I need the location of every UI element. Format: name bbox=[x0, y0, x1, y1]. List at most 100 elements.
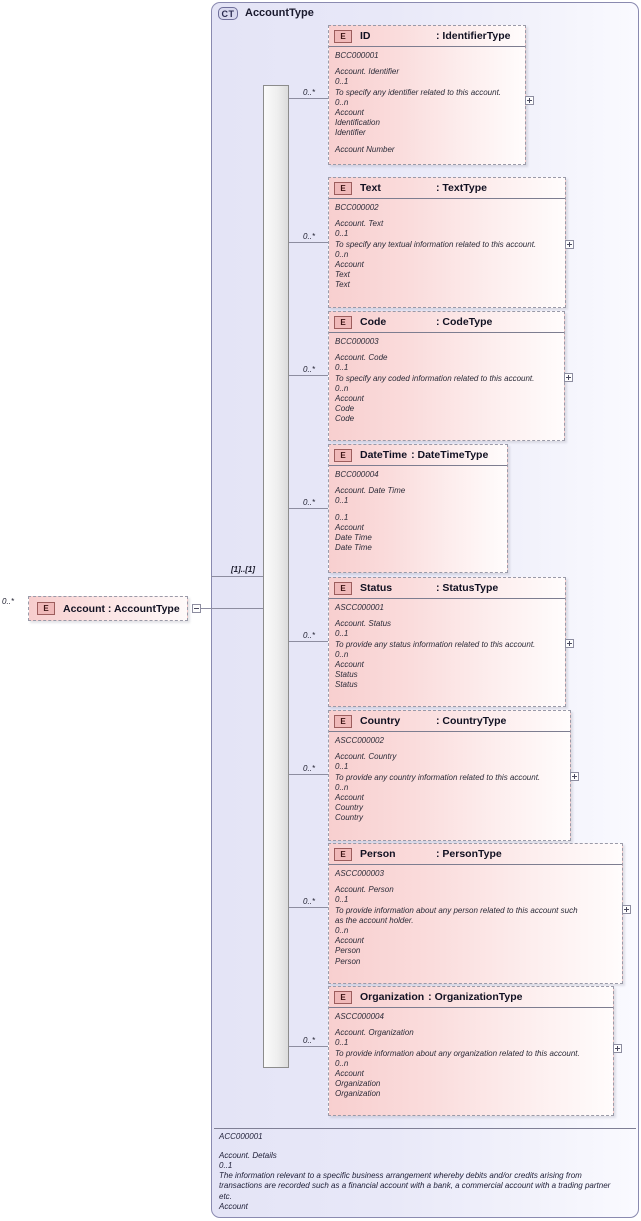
element-badge-icon: E bbox=[334, 714, 352, 728]
connector-to-text bbox=[289, 242, 328, 243]
element-name-datetime: DateTime bbox=[360, 449, 408, 461]
element-body-person: ASCC000003 Account. Person 0..1 To provi… bbox=[329, 865, 622, 971]
doc-line: Person bbox=[335, 956, 361, 966]
sequence-bar bbox=[263, 85, 289, 1068]
doc-line: Account bbox=[335, 1069, 364, 1079]
element-body-datetime: BCC000004 Account. Date Time 0..1 0..1 A… bbox=[329, 466, 507, 557]
doc-line: 0..n bbox=[335, 1058, 349, 1068]
doc-line: 0..1 bbox=[335, 629, 349, 639]
element-header-country: E Country : CountryType bbox=[329, 711, 570, 732]
doc-line: 0..1 bbox=[335, 229, 349, 239]
complextype-doc-name: Account. Details bbox=[219, 1151, 277, 1160]
root-collapse-expander-icon[interactable] bbox=[192, 604, 201, 613]
doc-line: Code bbox=[335, 414, 355, 424]
element-badge-icon: E bbox=[37, 602, 55, 615]
doc-line: Account bbox=[335, 522, 364, 532]
doc-line: 0..n bbox=[335, 249, 349, 259]
element-box-organization[interactable]: E Organization : OrganizationType ASCC00… bbox=[328, 986, 614, 1116]
doc-line: Country bbox=[335, 803, 364, 813]
doc-line: Date Time bbox=[335, 543, 372, 553]
expander-plus-icon-id[interactable] bbox=[525, 96, 534, 105]
element-box-id[interactable]: E ID : IdentifierType BCC000001 Account.… bbox=[328, 25, 526, 165]
element-id-code: ASCC000004 bbox=[335, 1012, 384, 1021]
element-badge-icon: E bbox=[334, 448, 352, 462]
doc-line: Account bbox=[335, 793, 364, 803]
cardinality-status: 0..* bbox=[303, 631, 316, 640]
doc-line: 0..1 bbox=[335, 363, 349, 373]
element-box-text[interactable]: E Text : TextType BCC000002 Account. Tex… bbox=[328, 177, 566, 308]
doc-line: To provide information about any organiz… bbox=[335, 1048, 580, 1058]
expander-plus-icon-person[interactable] bbox=[622, 905, 631, 914]
element-type-text: : TextType bbox=[436, 182, 487, 194]
element-id-code: BCC000004 bbox=[335, 470, 379, 479]
doc-line: Account. Identifier bbox=[335, 67, 400, 77]
element-name-id: ID bbox=[360, 30, 371, 42]
element-id-code: BCC000002 bbox=[335, 203, 379, 212]
element-id-code: BCC000003 bbox=[335, 337, 379, 346]
element-type-code: : CodeType bbox=[436, 316, 493, 328]
complextype-id-code: ACC000001 bbox=[219, 1132, 263, 1141]
element-id-code: ASCC000002 bbox=[335, 736, 384, 745]
doc-line: Organization bbox=[335, 1079, 381, 1089]
doc-line: Person bbox=[335, 946, 361, 956]
element-badge-icon: E bbox=[334, 315, 352, 329]
connector-to-status bbox=[289, 641, 328, 642]
element-type-datetime: : DateTimeType bbox=[411, 449, 489, 461]
doc-line: To specify any identifier related to thi… bbox=[335, 87, 502, 97]
doc-line: 0..1 bbox=[335, 1038, 349, 1048]
doc-line: Identifier bbox=[335, 128, 366, 138]
element-name-status: Status bbox=[360, 582, 393, 594]
element-badge-icon: E bbox=[334, 581, 352, 595]
doc-line: 0..n bbox=[335, 97, 349, 107]
expander-plus-icon-organization[interactable] bbox=[613, 1044, 622, 1053]
element-header-status: E Status : StatusType bbox=[329, 578, 565, 599]
expander-plus-icon-status[interactable] bbox=[565, 639, 574, 648]
doc-line: Account bbox=[335, 394, 364, 404]
cardinality-code: 0..* bbox=[303, 365, 316, 374]
element-header-text: E Text : TextType bbox=[329, 178, 565, 199]
cardinality-text: 0..* bbox=[303, 232, 316, 241]
doc-line: To provide any status information relate… bbox=[335, 639, 536, 649]
element-box-country[interactable]: E Country : CountryType ASCC000002 Accou… bbox=[328, 710, 571, 841]
element-box-status[interactable]: E Status : StatusType ASCC000001 Account… bbox=[328, 577, 566, 707]
doc-line: To specify any coded information related… bbox=[335, 373, 535, 383]
doc-line: Account bbox=[335, 260, 364, 270]
element-box-code[interactable]: E Code : CodeType BCC000003 Account. Cod… bbox=[328, 311, 565, 441]
doc-line: To provide information about any person … bbox=[335, 905, 578, 925]
element-box-person[interactable]: E Person : PersonType ASCC000003 Account… bbox=[328, 843, 623, 984]
complextype-title: AccountType bbox=[245, 7, 314, 19]
doc-line: 0..n bbox=[335, 383, 349, 393]
expander-plus-icon-code[interactable] bbox=[564, 373, 573, 382]
root-element-account[interactable]: E Account : AccountType bbox=[28, 596, 188, 621]
doc-line: 0..n bbox=[335, 782, 349, 792]
sequence-occurs-rule bbox=[211, 576, 273, 577]
expander-plus-icon-text[interactable] bbox=[565, 240, 574, 249]
doc-line: Account. Date Time bbox=[335, 486, 406, 496]
element-header-datetime: E DateTime : DateTimeType bbox=[329, 445, 507, 466]
element-box-datetime[interactable]: E DateTime : DateTimeType BCC000004 Acco… bbox=[328, 444, 508, 573]
connector-root-to-sequence bbox=[201, 608, 263, 609]
doc-line: Text bbox=[335, 270, 350, 280]
element-body-country: ASCC000002 Account. Country 0..1 To prov… bbox=[329, 732, 570, 828]
connector-to-code bbox=[289, 375, 328, 376]
doc-line: Account. Country bbox=[335, 752, 397, 762]
doc-line: 0..1 bbox=[335, 77, 349, 87]
element-name-person: Person bbox=[360, 848, 396, 860]
element-name-organization: Organization bbox=[360, 991, 425, 1003]
doc-line: Text bbox=[335, 280, 350, 290]
element-type-country: : CountryType bbox=[436, 715, 507, 727]
element-body-text: BCC000002 Account. Text 0..1 To specify … bbox=[329, 199, 565, 295]
complextype-doc-object: Account bbox=[219, 1202, 248, 1211]
doc-line: Account. Person bbox=[335, 885, 394, 895]
doc-line: Date Time bbox=[335, 533, 372, 543]
root-element-cardinality: 0..* bbox=[2, 597, 15, 606]
connector-to-country bbox=[289, 774, 328, 775]
complextype-footer-rule bbox=[214, 1128, 636, 1129]
expander-plus-icon-country[interactable] bbox=[570, 772, 579, 781]
connector-to-organization bbox=[289, 1046, 328, 1047]
doc-line: Account bbox=[335, 660, 364, 670]
complextype-doc-cardinality: 0..1 bbox=[219, 1161, 233, 1170]
doc-line: Account. Organization bbox=[335, 1028, 414, 1038]
element-id-code: ASCC000003 bbox=[335, 869, 384, 878]
